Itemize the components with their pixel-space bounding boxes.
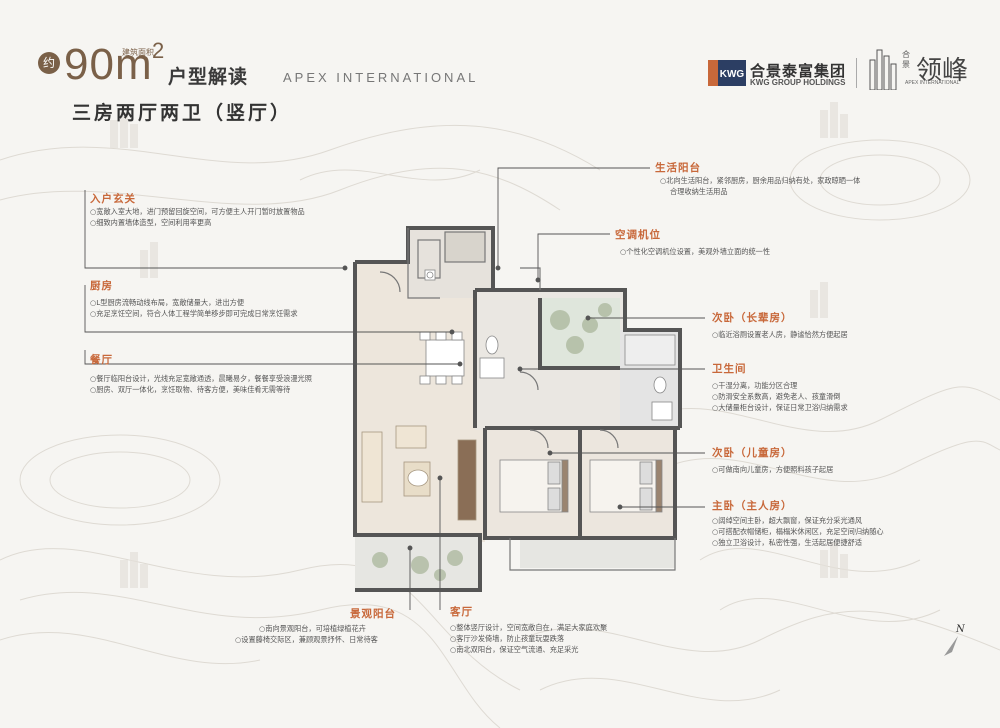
section-line: ○可搭配衣帽储柜，榻榻米休闲区，充足空间归纳随心 bbox=[712, 527, 884, 536]
section-title: 厨房 bbox=[90, 280, 113, 292]
area-small-label: 建筑面积 bbox=[122, 48, 154, 57]
section-kitchen: 厨房 ○L型厨房流畅动线布局，宽敞储量大，进出方便 ○充足烹饪空间，符合人体工程… bbox=[90, 278, 298, 319]
area-superscript: 2 bbox=[152, 38, 165, 63]
section-title: 卫生间 bbox=[712, 363, 747, 375]
section-line: ○餐厅临阳台设计，光线充足宽敞通透，晨曦易夕，餐餐享受浪漫光照 bbox=[90, 374, 312, 383]
section-line: ○客厅沙发倚墙，防止孩童玩耍跌落 bbox=[450, 634, 565, 643]
section-second-bedroom-child: 次卧（儿童房） ○可做南向儿童房，方便照料孩子起居 bbox=[712, 445, 833, 475]
project-logo-icon bbox=[869, 49, 897, 90]
section-line: ○可做南向儿童房，方便照料孩子起居 bbox=[712, 465, 834, 474]
section-bathroom: 卫生间 ○干湿分离，功能分区合理 ○防滑安全系数高，避免老人、孩童滑倒 ○大储量… bbox=[712, 361, 848, 413]
project-name: 领峰 bbox=[916, 56, 969, 86]
section-title: 景观阳台 bbox=[350, 608, 396, 620]
layout-title: 户型解读 bbox=[168, 66, 249, 88]
section-ac-position: 空调机位 ○个性化空调机位设置，美观外墙立面的统一性 bbox=[615, 227, 770, 257]
living-furniture bbox=[361, 425, 477, 521]
section-line: ○细致内置墙体造型，空间利用率更高 bbox=[90, 218, 212, 227]
section-title: 空调机位 bbox=[615, 229, 661, 241]
section-dining: 餐厅 ○餐厅临阳台设计，光线充足宽敞通透，晨曦易夕，餐餐享受浪漫光照 ○厨房、双… bbox=[90, 352, 312, 395]
company-name-en: KWG GROUP HOLDINGS bbox=[750, 78, 846, 87]
english-title: APEX INTERNATIONAL bbox=[283, 70, 479, 85]
section-service-balcony: 生活阳台 ○北向生活阳台，紧邻厨房，厨余用品归纳有处，家政晾晒一体 合理收纳生活… bbox=[655, 160, 860, 197]
area-number: 90m bbox=[64, 40, 153, 89]
page-subtitle: 三房两厅两卫（竖厅） bbox=[72, 102, 293, 124]
section-title: 入户玄关 bbox=[90, 193, 136, 205]
section-line: ○干湿分离，功能分区合理 bbox=[712, 381, 798, 390]
section-line: ○防滑安全系数高，避免老人、孩童滑倒 bbox=[712, 392, 841, 401]
compass-label: N bbox=[955, 624, 966, 635]
section-line: ○设置藤椅交际区，兼顾观景抒怀、日常待客 bbox=[235, 635, 378, 644]
section-line: ○个性化空调机位设置，美观外墙立面的统一性 bbox=[620, 247, 771, 256]
section-landscape-balcony: 景观阳台 ○南向景观阳台，可培植绿植花卉 ○设置藤椅交际区，兼顾观景抒怀、日常待… bbox=[235, 606, 396, 645]
company-name-cn: 合景泰富集团 bbox=[750, 62, 847, 80]
dining-table bbox=[419, 331, 465, 385]
section-line: ○厨房、双厅一体化，烹饪取物、待客方便，美味佳肴无需等待 bbox=[90, 385, 291, 394]
compass-icon: N bbox=[944, 624, 966, 668]
section-line: ○阔绰空间主卧，超大飘窗，保证充分采光通风 bbox=[712, 516, 863, 525]
project-small-name: 合景 bbox=[902, 50, 910, 69]
section-line: ○大储量柜台设计，保证日常卫浴归纳需求 bbox=[712, 403, 848, 412]
section-line: ○南向景观阳台，可培植绿植花卉 bbox=[259, 624, 366, 633]
section-title: 次卧（儿童房） bbox=[712, 447, 793, 459]
section-title: 生活阳台 bbox=[655, 162, 701, 174]
section-line: ○整体竖厅设计，空间宽敞自在，满足大家庭欢聚 bbox=[450, 623, 608, 632]
section-master-bedroom: 主卧（主人房） ○阔绰空间主卧，超大飘窗，保证充分采光通风 ○可搭配衣帽储柜，榻… bbox=[712, 498, 884, 548]
section-second-bedroom-elder: 次卧（长辈房） ○临近浴厕设置老人房，静谧恰然方便起居 bbox=[712, 310, 848, 340]
svg-text:KWG: KWG bbox=[720, 69, 745, 80]
section-title: 主卧（主人房） bbox=[712, 500, 793, 512]
brand-separator bbox=[856, 58, 857, 88]
section-line: ○L型厨房流畅动线布局，宽敞储量大，进出方便 bbox=[90, 298, 245, 307]
section-line: ○独立卫浴设计，私密性强，生活起居便捷舒适 bbox=[712, 538, 863, 547]
section-title: 次卧（长辈房） bbox=[712, 312, 793, 324]
kwg-logo: KWG bbox=[708, 60, 746, 86]
section-entrance: 入户玄关 ○宽敞入室大地，进门预留回旋空间，可方便主人开门暂时放置物品 ○细致内… bbox=[90, 191, 305, 228]
master-bed bbox=[589, 459, 663, 513]
area-badge: 约 bbox=[38, 52, 60, 74]
section-line: ○宽敞入室大地，进门预留回旋空间，可方便主人开门暂时放置物品 bbox=[90, 207, 305, 216]
section-line: ○充足烹饪空间，符合人体工程学简单移步即可完成日常烹饪需求 bbox=[90, 309, 298, 318]
section-title: 客厅 bbox=[450, 606, 473, 618]
section-line: ○北向生活阳台，紧邻厨房，厨余用品归纳有处，家政晾晒一体 bbox=[660, 176, 861, 185]
balcony-plants bbox=[372, 303, 612, 581]
section-living-room: 客厅 ○整体竖厅设计，空间宽敞自在，满足大家庭欢聚 ○客厅沙发倚墙，防止孩童玩耍… bbox=[450, 604, 607, 655]
child-bed bbox=[499, 459, 569, 513]
project-name-en: APEX INTERNATIONAL bbox=[905, 80, 960, 86]
section-title: 餐厅 bbox=[90, 354, 113, 366]
section-line: ○临近浴厕设置老人房，静谧恰然方便起居 bbox=[712, 330, 848, 339]
section-line: 合理收纳生活用品 bbox=[670, 187, 728, 196]
section-line: ○南北双阳台，保证空气流通、充足采光 bbox=[450, 645, 579, 654]
